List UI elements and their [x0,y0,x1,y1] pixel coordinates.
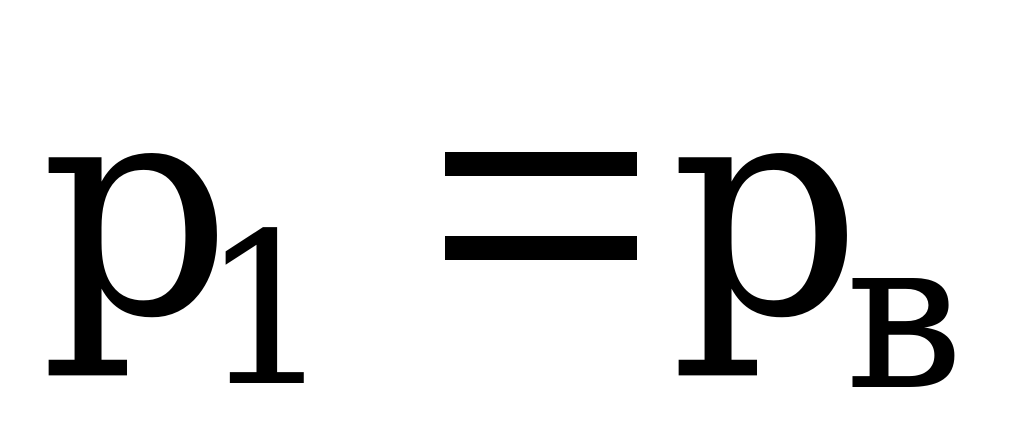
rhs-base: p [670,35,863,384]
formula: p 1 p в [40,35,1000,420]
equals-sign-top-bar [445,152,637,176]
equals-sign [445,152,637,260]
equals-sign-bottom-bar [445,236,637,260]
rhs-subscript: в [845,192,964,437]
lhs-subscript: 1 [200,188,334,433]
lhs-base: p [40,35,233,384]
